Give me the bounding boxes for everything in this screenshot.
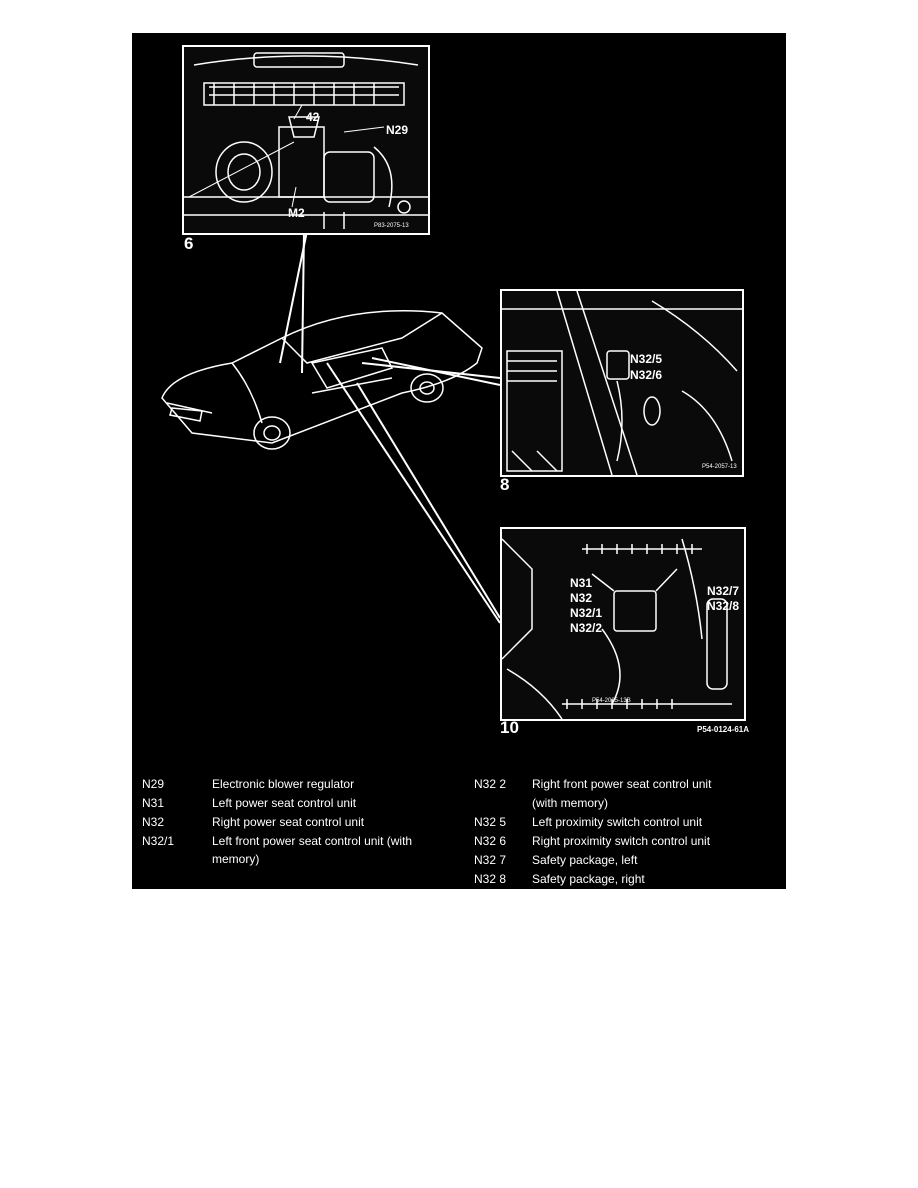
car-illustration xyxy=(161,310,483,450)
callout-n32-1: N32/1 xyxy=(570,606,603,620)
legend-code: N32 xyxy=(142,815,165,829)
legend-desc: Right power seat control unit xyxy=(212,815,365,829)
inset-6-ref: P83-2075-13 xyxy=(374,223,409,229)
legend-desc: Right proximity switch control unit xyxy=(532,834,711,848)
legend-item: N32 Right power seat control unit xyxy=(142,813,462,831)
inset-6-drawing xyxy=(184,52,428,229)
legend-desc: Left power seat control unit xyxy=(212,796,357,810)
inset-6-blower-area: 42 N29 M2 P83-2075-13 xyxy=(182,45,430,235)
legend-code: N32/1 xyxy=(142,834,175,848)
legend-desc: Right front power seat control unit xyxy=(532,777,712,791)
inset-8-drawing xyxy=(502,291,742,475)
leader-lines xyxy=(279,230,501,624)
legend-item: N32 8 Safety package, right xyxy=(474,870,774,888)
leader-line-8b xyxy=(371,357,501,386)
legend-item: N32 5 Left proximity switch control unit xyxy=(474,813,774,831)
legend-code: N32 8 xyxy=(474,872,507,886)
legend-desc: memory) xyxy=(212,852,260,866)
legend-code: N32 6 xyxy=(474,834,507,848)
legend-desc: Safety package, left xyxy=(532,853,638,867)
callout-42: 42 xyxy=(306,110,320,124)
legend-desc: Left proximity switch control unit xyxy=(532,815,703,829)
legend-code: N31 xyxy=(142,796,165,810)
inset-8-proximity-switch: N32/5 N32/6 P54-2057-13 xyxy=(500,289,744,477)
legend-item: N32 6 Right proximity switch control uni… xyxy=(474,832,774,850)
legend-desc: Left front power seat control unit (with xyxy=(212,834,413,848)
leader-line-10b xyxy=(356,382,501,619)
callout-n32-7: N32/7 xyxy=(707,584,740,598)
legend-desc: Electronic blower regulator xyxy=(212,777,355,791)
legend-desc: (with memory) xyxy=(532,796,609,810)
legend-item-continued: memory) xyxy=(212,850,462,868)
leader-line-6b xyxy=(301,230,305,374)
callout-m2: M2 xyxy=(288,206,305,220)
legend-item: N31 Left power seat control unit xyxy=(142,794,462,812)
legend-item-continued: (with memory) xyxy=(532,794,772,812)
inset-10-drawing xyxy=(502,538,732,719)
callout-n32-5: N32/5 xyxy=(630,352,663,366)
inset-10-seat-control-units: N31 N32 N32/1 N32/2 N32/7 N32/8 P54-2025… xyxy=(500,527,746,721)
inset-10-ref: P54-2025-13B xyxy=(592,698,631,704)
inset-8-ref: P54-2057-13 xyxy=(702,464,737,470)
inset-8-number: 8 xyxy=(500,475,510,494)
callout-n32-2: N32/2 xyxy=(570,621,603,635)
legend-item: N32 2 Right front power seat control uni… xyxy=(474,775,774,793)
callout-n29: N29 xyxy=(386,123,409,137)
figure-ref: P54-0124-61A xyxy=(697,725,750,734)
callout-n31: N31 xyxy=(570,576,593,590)
legend-item: N32/1 Left front power seat control unit… xyxy=(142,832,462,850)
legend-code: N29 xyxy=(142,777,165,791)
callout-n32-6: N32/6 xyxy=(630,368,663,382)
diagram-sheet: 42 N29 M2 P83-2075-13 6 xyxy=(132,33,786,889)
legend: N29 Electronic blower regulator N31 Left… xyxy=(132,775,786,889)
callout-n32-8: N32/8 xyxy=(707,599,740,613)
callout-n32: N32 xyxy=(570,591,593,605)
legend-code: N32 7 xyxy=(474,853,507,867)
legend-desc: Safety package, right xyxy=(532,872,645,886)
legend-item: N29 Electronic blower regulator xyxy=(142,775,462,793)
inset-10-number: 10 xyxy=(500,718,519,737)
legend-item: N32 7 Safety package, left xyxy=(474,851,774,869)
legend-code: N32 2 xyxy=(474,777,507,791)
inset-6-number: 6 xyxy=(184,234,194,253)
leader-line-10a xyxy=(326,362,501,624)
legend-code: N32 5 xyxy=(474,815,507,829)
